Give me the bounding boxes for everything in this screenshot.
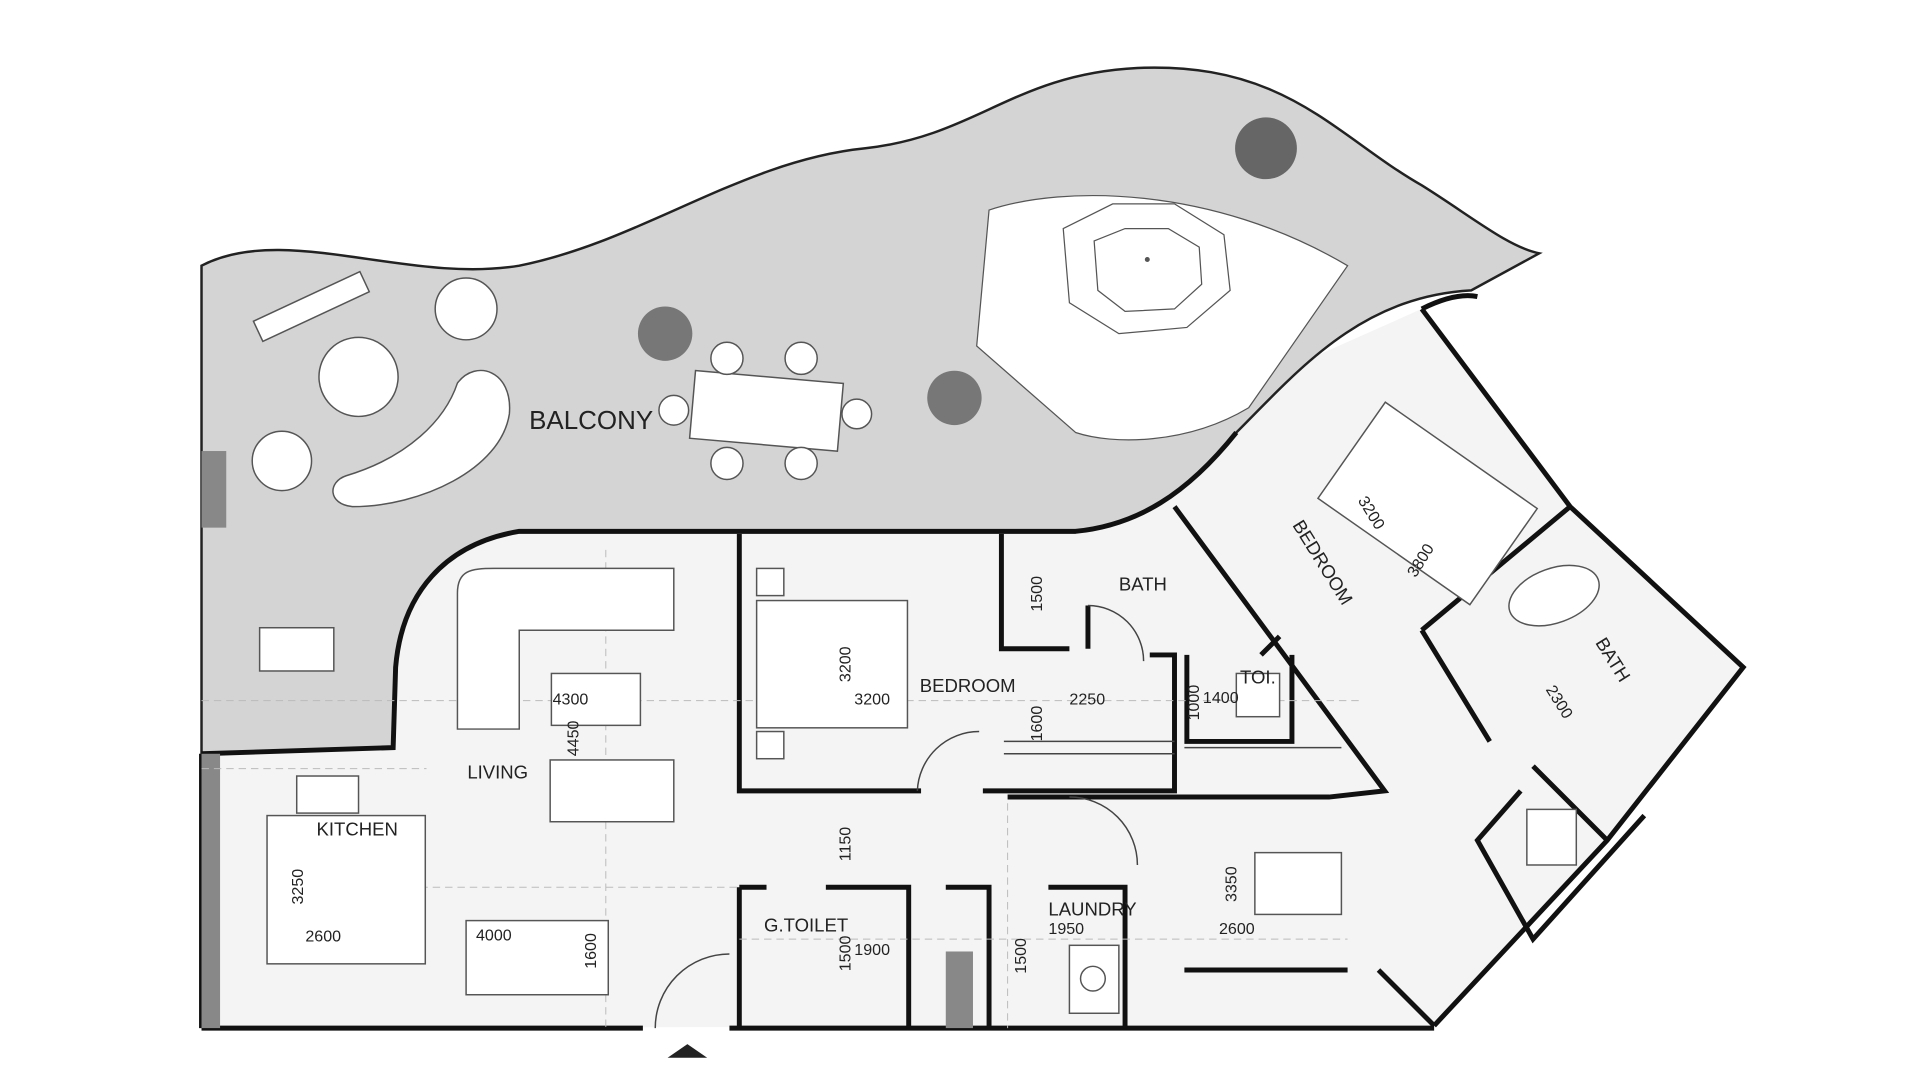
walls bbox=[199, 293, 1747, 1031]
dim-bath-h: 1500 bbox=[1028, 576, 1046, 612]
pool bbox=[976, 194, 1349, 441]
interior-furniture bbox=[266, 401, 1600, 1015]
dim-gtoilet-w: 1900 bbox=[854, 941, 890, 959]
dim-laundry-w: 1950 bbox=[1048, 920, 1084, 938]
room-label-living: LIVING bbox=[467, 761, 528, 782]
room-label-balcony: BALCONY bbox=[529, 407, 653, 435]
dim-dining-w: 4000 bbox=[476, 926, 512, 944]
dim-living-h: 4450 bbox=[565, 720, 583, 756]
dim-hall2-w: 2600 bbox=[1219, 920, 1255, 938]
dim-hall2-h: 3350 bbox=[1222, 866, 1240, 902]
room-label-laundry: LAUNDRY bbox=[1048, 899, 1136, 920]
room-label-kitchen: KITCHEN bbox=[316, 818, 397, 839]
entrance-arrow-icon bbox=[667, 1044, 708, 1058]
dim-hall-h: 1150 bbox=[837, 827, 855, 862]
dim-gtoilet-h: 1500 bbox=[837, 935, 855, 971]
dim-bedroom-h: 3200 bbox=[837, 646, 855, 682]
dim-wardrobe-h: 1600 bbox=[1028, 706, 1046, 742]
dim-kitchen-h: 3250 bbox=[289, 869, 307, 905]
dim-toilet-w: 1400 bbox=[1203, 689, 1239, 707]
dim-corridor-w: 2250 bbox=[1069, 690, 1105, 708]
room-label-bedroom: BEDROOM bbox=[920, 675, 1016, 696]
dim-laundry-h: 1500 bbox=[1012, 938, 1030, 974]
dim-dining-h: 1600 bbox=[582, 933, 600, 969]
dim-living-w: 4300 bbox=[553, 690, 589, 708]
dim-kitchen-w: 2600 bbox=[305, 928, 341, 946]
room-label-toilet: TOI. bbox=[1240, 666, 1276, 687]
room-label-guest-toilet: G.TOILET bbox=[764, 915, 848, 936]
balcony-furniture bbox=[201, 117, 1297, 672]
dim-bedroom-w: 3200 bbox=[854, 690, 890, 708]
room-label-bath: BATH bbox=[1119, 574, 1167, 595]
dim-toilet-h: 1000 bbox=[1185, 685, 1203, 721]
